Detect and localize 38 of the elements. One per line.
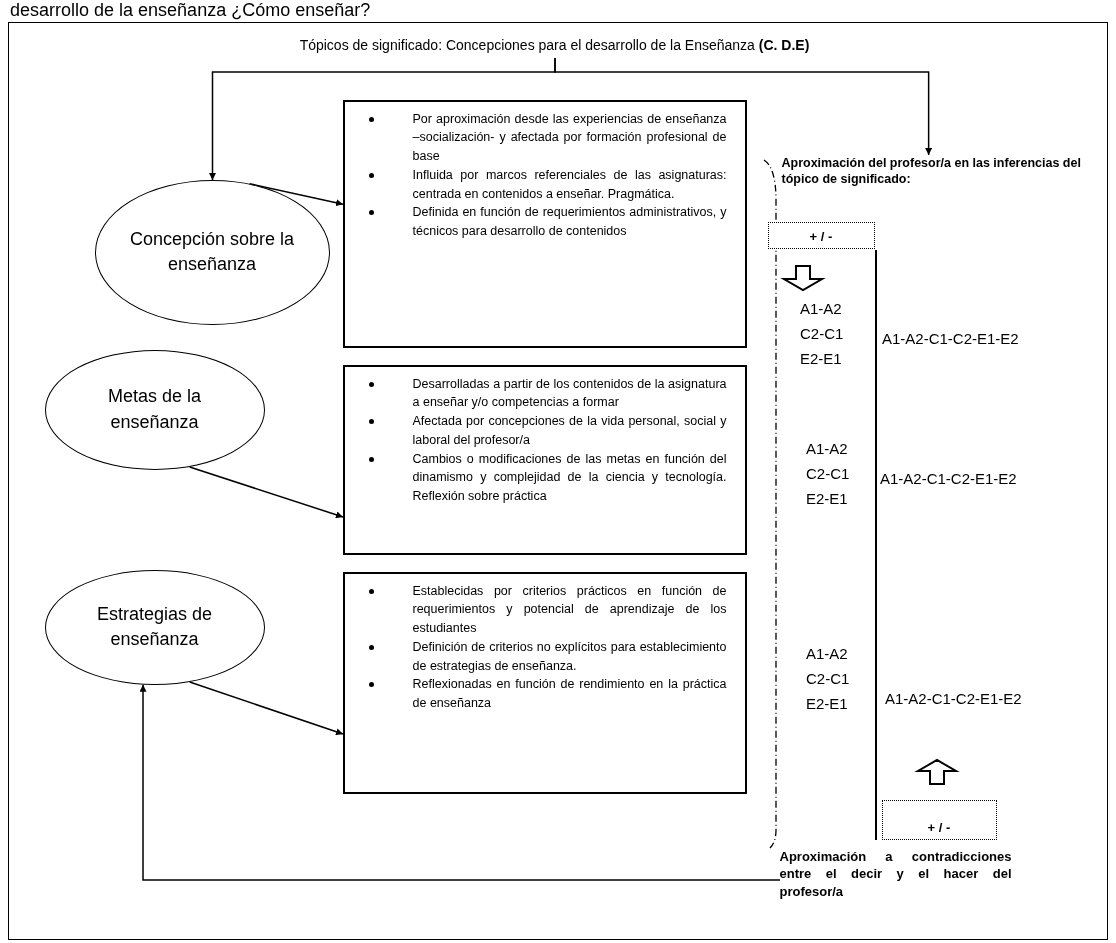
dotted-box: + / -	[881, 799, 997, 840]
arrow	[248, 182, 344, 207]
arrow	[188, 466, 344, 519]
dotted-box: + / -	[767, 221, 875, 249]
concept-ellipse: Concepción sobre la enseñanza	[94, 179, 330, 325]
diagram-frame	[8, 22, 1108, 940]
list-item: Establecidas por criterios prácticos en función de requerimientos y potencial de aprendizaje de los estudiantes	[412, 583, 727, 635]
code-sequence: A1-A2	[800, 300, 842, 318]
list-item: Definida en función de requerimientos administrativos, y técnicos para desarrollo de contenidos	[412, 205, 727, 238]
bullet-list-box	[342, 99, 747, 348]
list-item: Por aproximación desde las experiencias de enseñanza –socialización- y afectada por formación profesional de base	[412, 111, 727, 163]
code-sequence: C2-C1	[806, 670, 850, 688]
code-sequence: A1-A2-C1-C2-E1-E2	[880, 470, 1017, 488]
page-heading: desarrollo de la enseñanza ¿Cómo enseñar?	[10, 0, 371, 20]
list-item: Influida por marcos referenciales de las asignaturas: centrada en contenidos a enseñar. Pragmática.	[412, 167, 727, 201]
bullet-list-box	[342, 571, 747, 794]
code-sequence: E2-E1	[800, 350, 842, 368]
code-sequence: C2-C1	[806, 465, 850, 483]
annotation-text: Aproximación del profesor/a en las inferencias del tópico de significado:	[781, 154, 1094, 195]
list-item: Definición de criterios no explícitos para establecimiento de estrategias de enseñanza.	[412, 639, 727, 673]
code-sequence: E2-E1	[806, 695, 848, 713]
annotation-text: Aproximación a contradicciones entre el decir y el hacer del profesor/a	[779, 847, 1012, 934]
code-sequence: A1-A2-C1-C2-E1-E2	[882, 330, 1019, 348]
code-sequence: A1-A2	[806, 645, 848, 663]
list-item: Cambios o modificaciones de las metas en función del dinamismo y complejidad de la ciencia y tecnología. Reflexión sobre práctica	[412, 451, 727, 503]
arrow	[139, 683, 781, 881]
bullet-list-box	[342, 364, 747, 555]
list-item: Afectada por concepciones de la vida personal, social y laboral del profesor/a	[412, 414, 727, 447]
arrow	[188, 681, 344, 736]
code-sequence: A1-A2-C1-C2-E1-E2	[885, 690, 1022, 708]
code-sequence: C2-C1	[800, 325, 844, 343]
list-item: Reflexionadas en función de rendimiento en la práctica de enseñanza	[412, 677, 727, 710]
code-sequence: A1-A2	[806, 440, 848, 458]
arrow	[554, 57, 933, 156]
concept-ellipse: Estrategias de enseñanza	[44, 569, 265, 685]
code-sequence: E2-E1	[806, 490, 848, 508]
list-item: Desarrolladas a partir de los contenidos de la asignatura a enseñar y/o competencias a formar	[412, 376, 727, 410]
concept-ellipse: Metas de la enseñanza	[44, 349, 265, 470]
